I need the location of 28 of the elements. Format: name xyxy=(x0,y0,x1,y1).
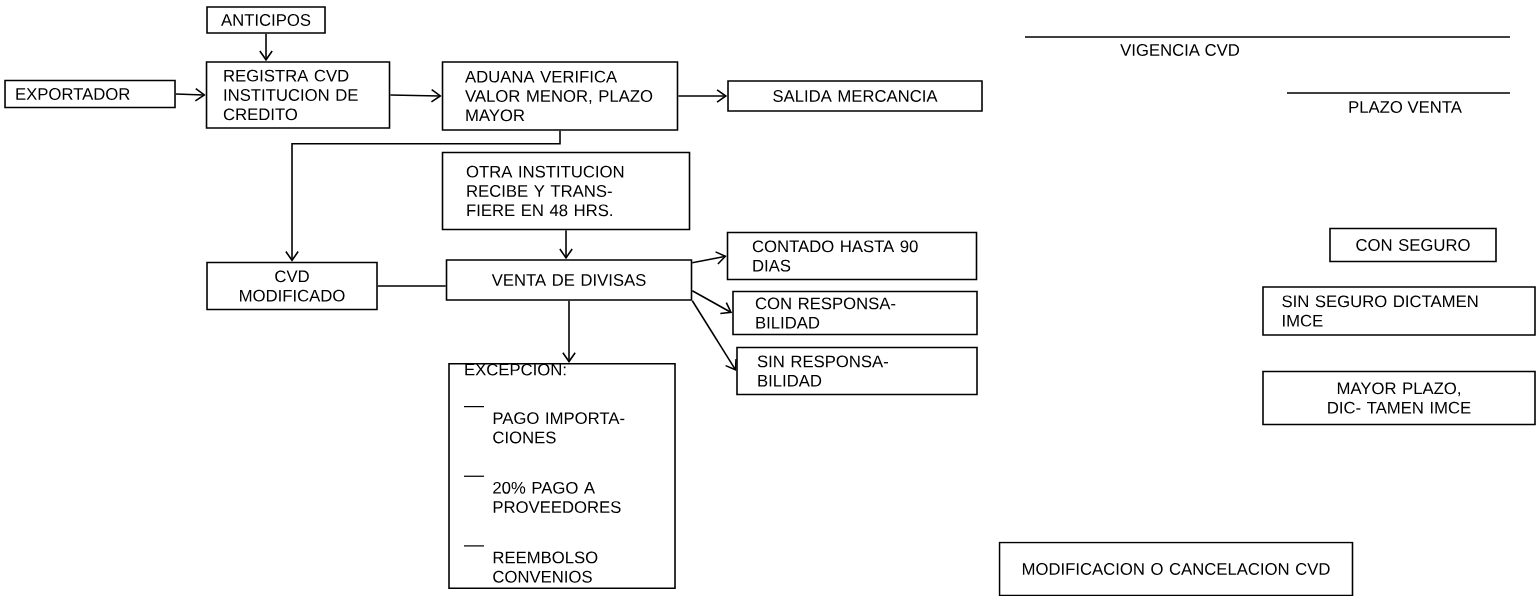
process-box: OTRA INSTITUCION RECIBE Y TRANS- FIERE EN 48 HRS. xyxy=(441,151,691,231)
process-box: SIN RESPONSA- BILIDAD xyxy=(736,346,978,396)
arrow xyxy=(677,89,728,103)
process-box: EXPORTADOR xyxy=(4,79,176,109)
timeline-label: VIGENCIA CVD xyxy=(1120,44,1240,56)
process-box: ANTICIPOS xyxy=(206,6,326,34)
arrow xyxy=(389,88,442,103)
process-box: MAYOR PLAZO, DIC- TAMEN IMCE xyxy=(1262,370,1536,426)
process-box: CONTADO HASTA 90 DIAS xyxy=(726,231,978,281)
arrow xyxy=(285,130,561,262)
process-box: SIN SEGURO DICTAMEN IMCE xyxy=(1262,286,1536,336)
arrow xyxy=(562,300,576,363)
process-box: REGISTRA CVD INSTITUCION DE CREDITO xyxy=(205,61,391,129)
arrow xyxy=(175,87,206,102)
process-box: ADUANA VERIFICA VALOR MENOR, PLAZO MAYOR xyxy=(441,61,679,131)
process-box: SALIDA MERCANCIA xyxy=(727,80,983,112)
process-box: EXCEPCION: PAGO IMPORTA- CIONES 20% PAGO A PROVEEDORES REEMBOLSO CONVENIOS xyxy=(448,362,676,590)
process-box: CON RESPONSA- BILIDAD xyxy=(732,290,978,336)
process-box: MODIFICACION O CANCELACION CVD xyxy=(998,541,1354,596)
process-box: CVD MODIFICADO xyxy=(206,261,378,311)
arrow xyxy=(691,290,733,315)
arrow xyxy=(559,229,573,260)
arrow xyxy=(691,251,727,265)
timeline-label: PLAZO VENTA xyxy=(1349,101,1462,113)
arrow xyxy=(259,33,273,62)
arrow xyxy=(691,300,737,371)
process-box: VENTA DE DIVISAS xyxy=(445,259,693,301)
process-box: CON SEGURO xyxy=(1329,227,1497,263)
